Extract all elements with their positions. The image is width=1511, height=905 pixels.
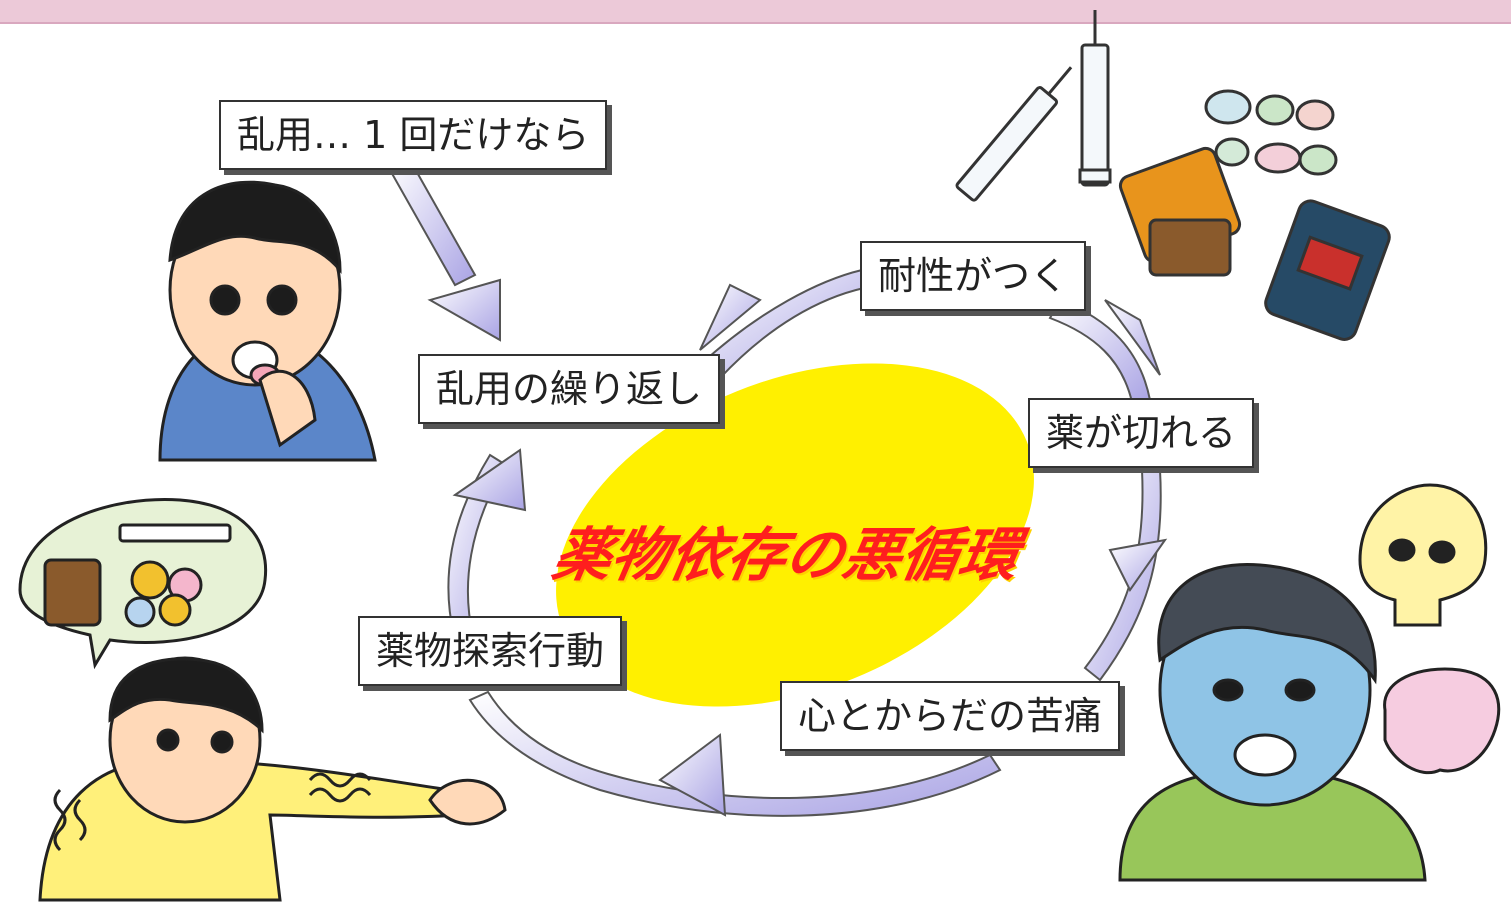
craving-thought-bubble [18,497,268,670]
arrowhead-bottom [658,733,727,817]
skull-icon [1358,483,1488,627]
step-tolerance-label: 耐性がつく [860,241,1087,311]
arrow-seeking-to-repeat [447,453,508,641]
step-suffering-label: 心とからだの苦痛 [780,681,1121,751]
header-band [0,0,1511,24]
arrowhead-repeat [452,448,527,512]
step-wear-off-label: 薬が切れる [1028,398,1255,468]
cycle-arrows [388,158,1168,817]
arrowhead-suffering [1108,538,1168,592]
pills-icon [1204,89,1338,176]
boy-taking-pill-illustration [158,180,377,462]
arrow-suffering-to-seeking [468,690,1002,817]
medicine-bottles-icon [1118,146,1391,341]
step-repeat-label: 乱用の繰り返し [418,354,721,424]
step-seeking-label: 薬物探索行動 [358,616,623,686]
diagram-title: 薬物依存の悪循環 [547,521,1024,589]
arrowhead-wearoff [1104,299,1161,376]
ghost-icon [1383,667,1501,775]
arrow-start-to-repeat [388,158,477,287]
boy-craving-illustration [38,656,507,902]
suffering-man-illustration [1118,562,1427,882]
syringe-icon [955,10,1112,202]
center-ellipse [556,363,1034,707]
arrowhead-tolerance [699,283,762,351]
step-start-label: 乱用… 1 回だけなら [219,100,608,170]
arrow-tolerance-to-wearoff [1048,298,1152,404]
arrowhead-entry [427,278,501,342]
